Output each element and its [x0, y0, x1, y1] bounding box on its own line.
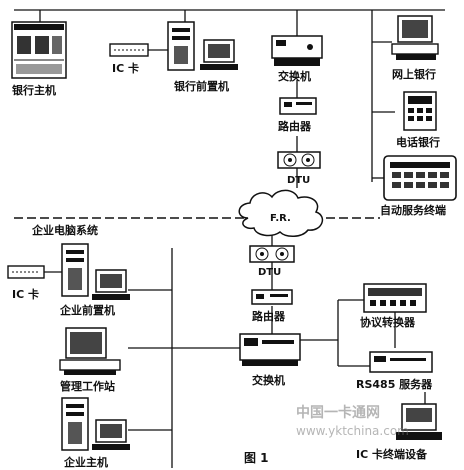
ent-front-label: 企业前置机 — [60, 304, 115, 317]
management-workstation-icon — [59, 327, 121, 375]
dtu-top-label: DTU — [287, 175, 311, 186]
switch-bottom-label: 交换机 — [252, 374, 285, 387]
protocol-converter-label: 协议转换器 — [360, 316, 415, 329]
online-bank-pc-icon — [391, 15, 439, 60]
bank-host-icon — [11, 21, 67, 79]
switch-top-icon — [271, 35, 323, 66]
phone-bank-label: 电话银行 — [396, 136, 440, 149]
ic-card-reader-icon — [109, 43, 149, 57]
phone-bank-icon — [403, 91, 437, 131]
dtu-bottom-label: DTU — [258, 267, 282, 278]
dtu-top-icon — [277, 151, 321, 169]
connection-lines — [14, 9, 445, 468]
ic-card-top-label: IC 卡 — [112, 62, 139, 75]
switch-top-label: 交换机 — [278, 70, 311, 83]
mgmt-station-label: 管理工作站 — [60, 380, 115, 393]
enterprise-front-computer-icon — [61, 243, 130, 300]
self-service-terminal-icon — [383, 155, 457, 201]
ic-card-reader-bottom-icon — [7, 265, 45, 279]
bank-front-label: 银行前置机 — [174, 80, 229, 93]
ic-terminal-label: IC 卡终端设备 — [356, 448, 427, 461]
self-service-label: 自动服务终端 — [380, 204, 446, 217]
online-bank-label: 网上银行 — [392, 68, 436, 81]
enterprise-host-computer-icon — [61, 397, 130, 451]
frame-relay-cloud-icon — [238, 189, 324, 237]
switch-bottom-icon — [239, 333, 301, 366]
figure-caption: 图 1 — [244, 451, 269, 465]
rs485-server-icon — [369, 351, 433, 373]
ic-card-bottom-label: IC 卡 — [12, 288, 39, 301]
router-top-icon — [279, 97, 317, 115]
enterprise-system-label: 企业电脑系统 — [32, 224, 98, 237]
protocol-converter-icon — [363, 283, 427, 313]
router-top-label: 路由器 — [278, 120, 311, 133]
frame-relay-label: F.R. — [270, 213, 291, 224]
rs485-server-label: RS485 服务器 — [356, 378, 433, 391]
bank-front-computer-icon — [167, 21, 238, 71]
ent-host-label: 企业主机 — [64, 456, 108, 469]
dtu-bottom-icon — [249, 245, 295, 263]
router-bottom-label: 路由器 — [252, 310, 285, 323]
ic-card-terminal-icon — [396, 403, 442, 440]
router-bottom-icon — [251, 289, 293, 305]
bank-host-label: 银行主机 — [12, 84, 56, 97]
